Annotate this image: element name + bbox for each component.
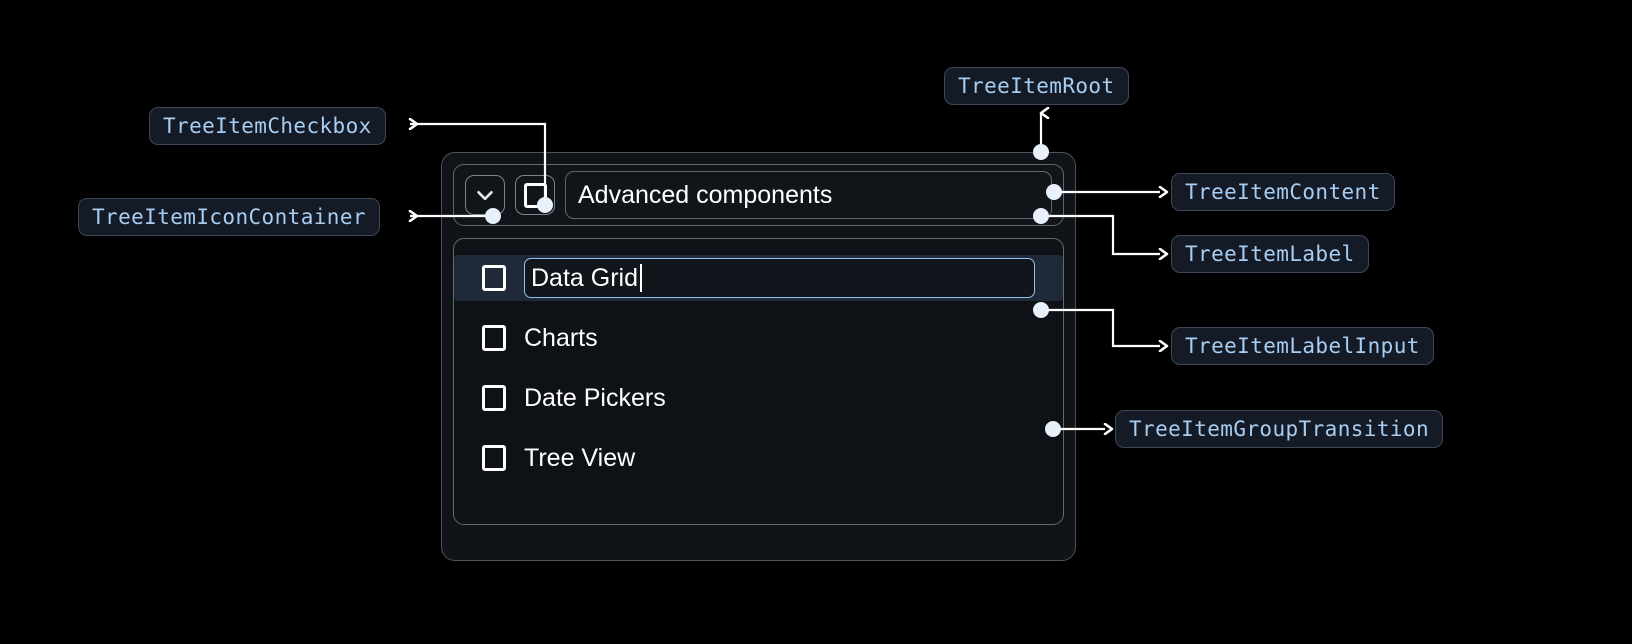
callout-tree-item-label-input: TreeItemLabelInput <box>1171 327 1434 365</box>
callout-label: TreeItemContent <box>1185 179 1381 204</box>
tree-item-row-label: Charts <box>524 323 598 352</box>
callout-tree-item-icon-container: TreeItemIconContainer <box>78 198 380 236</box>
callout-label: TreeItemLabelInput <box>1185 333 1420 358</box>
checkbox-unchecked-icon[interactable] <box>482 265 506 291</box>
callout-tree-item-group-transition: TreeItemGroupTransition <box>1115 410 1443 448</box>
tree-item-content[interactable]: Advanced components <box>453 164 1064 226</box>
callout-label: TreeItemCheckbox <box>163 113 372 138</box>
callout-label: TreeItemGroupTransition <box>1129 416 1429 441</box>
tree-item-row[interactable]: Tree View <box>454 435 1063 481</box>
callout-tree-item-root: TreeItemRoot <box>944 67 1129 105</box>
callout-label: TreeItemRoot <box>958 73 1115 98</box>
tree-item-label-text: Advanced components <box>578 180 833 209</box>
tree-item-row-label: Tree View <box>524 443 636 472</box>
text-caret <box>639 264 642 292</box>
tree-item-row[interactable]: Date Pickers <box>454 375 1063 421</box>
tree-item-label[interactable]: Advanced components <box>565 171 1052 219</box>
callout-tree-item-label: TreeItemLabel <box>1171 235 1369 273</box>
tree-item-group-transition: Data Grid Charts Date Pickers Tree View <box>453 238 1064 525</box>
tree-item-checkbox[interactable] <box>515 175 555 215</box>
checkbox-unchecked-icon[interactable] <box>482 385 506 411</box>
callout-label: TreeItemLabel <box>1185 241 1355 266</box>
tree-item-icon-container[interactable] <box>465 175 505 215</box>
callout-label: TreeItemIconContainer <box>92 204 366 229</box>
callout-tree-item-content: TreeItemContent <box>1171 173 1395 211</box>
tree-item-row[interactable]: Charts <box>454 315 1063 361</box>
callout-tree-item-checkbox: TreeItemCheckbox <box>149 107 386 145</box>
tree-item-row[interactable]: Data Grid <box>454 255 1063 301</box>
tree-item-label-input[interactable]: Data Grid <box>524 258 1035 298</box>
tree-item-root: Advanced components Data Grid Charts Dat… <box>441 152 1076 561</box>
tree-item-row-label: Date Pickers <box>524 383 666 412</box>
chevron-down-icon <box>472 182 498 208</box>
checkbox-unchecked-icon[interactable] <box>482 325 506 351</box>
checkbox-unchecked-icon <box>523 182 547 208</box>
label-input-value: Data Grid <box>531 263 638 292</box>
checkbox-unchecked-icon[interactable] <box>482 445 506 471</box>
